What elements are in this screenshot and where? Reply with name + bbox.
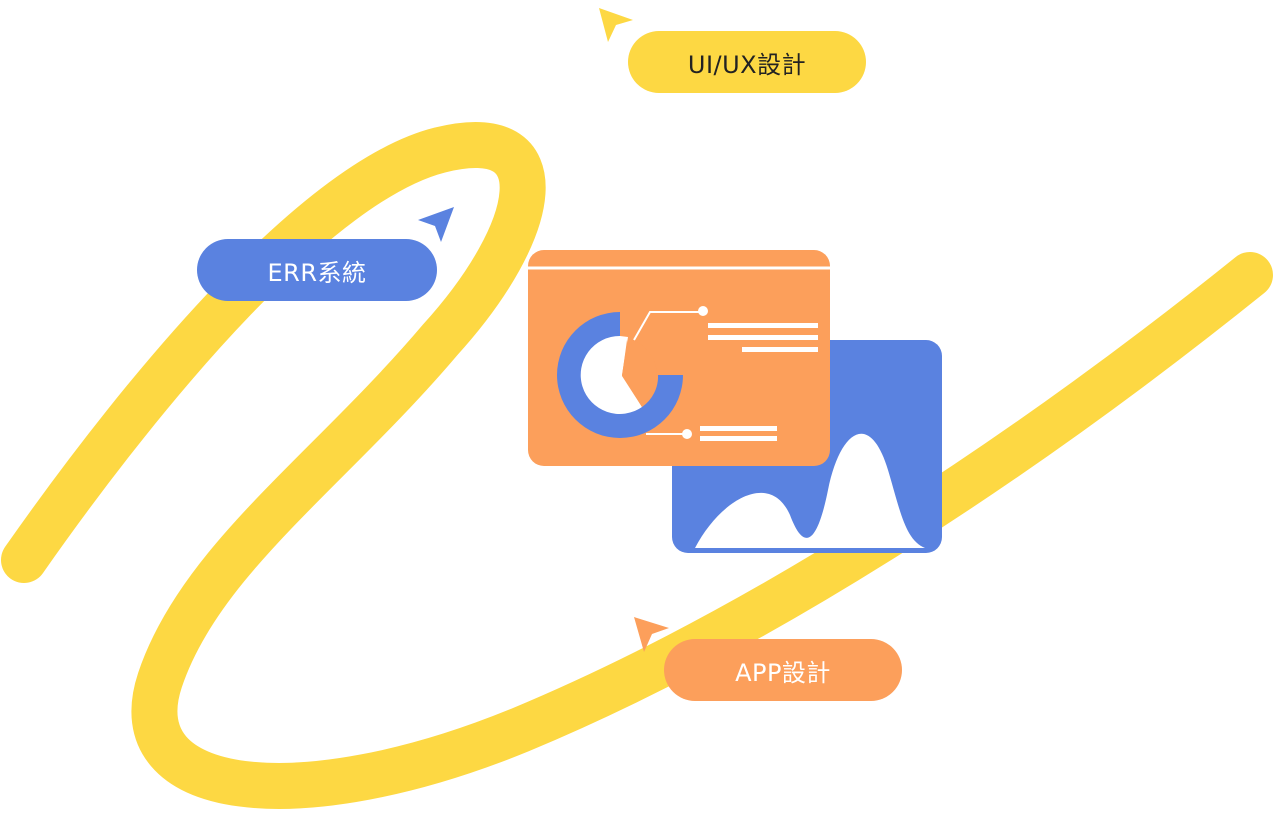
area-chart-icon [695,433,925,548]
donut-chart-icon [557,312,683,438]
tag-uiux-design[interactable]: UI/UX設計 [628,31,866,93]
front-window [528,250,830,466]
yellow-swoosh-line [1,122,1273,809]
tag-uiux-label: UI/UX設計 [687,50,807,79]
tag-app-design[interactable]: APP設計 [664,639,902,701]
tag-err-system[interactable]: ERR系統 [197,239,437,301]
tag-app-label: APP設計 [735,658,831,687]
cursor-arrow-icon [634,617,669,652]
cursor-arrow-icon [418,207,454,242]
tag-err-label: ERR系統 [267,258,367,287]
cursor-arrow-icon [599,8,633,42]
